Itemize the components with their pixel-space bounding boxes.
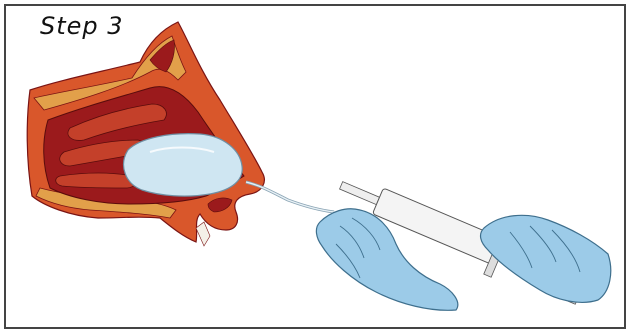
syringe-tip — [340, 182, 380, 205]
teeth-detail — [196, 222, 210, 246]
nasal-balloon-packing — [124, 134, 243, 196]
gloved-hand-right-icon — [481, 215, 611, 302]
turbinate-lower — [56, 173, 137, 188]
nasal-anatomy-illustration — [27, 22, 264, 246]
inflation-tube-inner — [246, 182, 334, 212]
step-label: Step 3 — [40, 12, 124, 40]
